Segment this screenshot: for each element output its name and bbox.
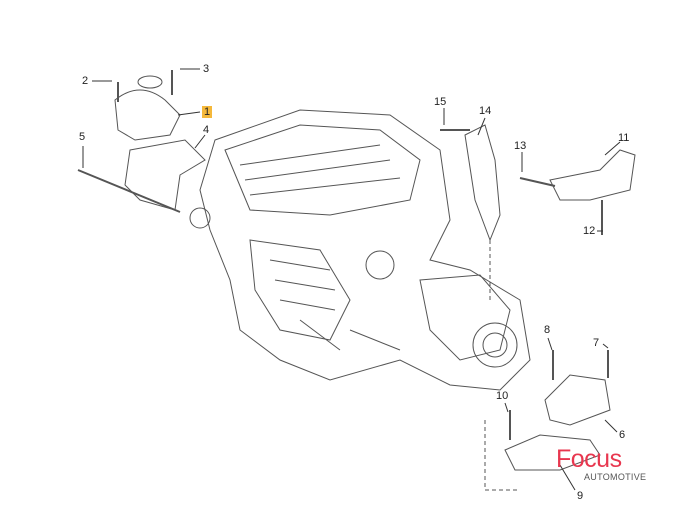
callout-6: 6 [619, 429, 626, 441]
callout-1: 1 [202, 106, 213, 118]
engine-block [189, 109, 531, 391]
callout-2: 2 [82, 75, 89, 87]
callout-9: 9 [577, 490, 584, 502]
callout-3: 3 [203, 63, 210, 75]
callout-4: 4 [203, 124, 210, 136]
callout-12: 12 [583, 225, 596, 237]
callout-11: 11 [618, 132, 630, 144]
callout-10: 10 [496, 390, 509, 402]
callout-13: 13 [514, 140, 527, 152]
callout-5: 5 [79, 131, 86, 143]
callout-7: 7 [593, 337, 600, 349]
focus-automotive-logo: Focus AUTOMOTIVE [556, 446, 646, 482]
callout-8: 8 [544, 324, 551, 336]
upper-left-mount [77, 70, 206, 213]
callout-15: 15 [434, 96, 447, 108]
logo-subtitle: AUTOMOTIVE [584, 472, 647, 482]
lower-mounts [484, 350, 611, 491]
logo-word: Focus [556, 445, 622, 473]
callout-14: 14 [479, 105, 492, 117]
leader-lines [82, 68, 621, 491]
upper-right-mount [440, 124, 636, 300]
